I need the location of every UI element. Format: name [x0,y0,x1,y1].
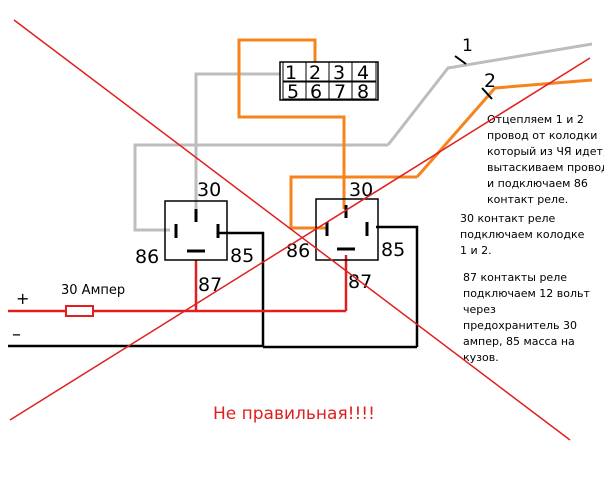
cross-out-mark [9,19,591,441]
note-pin87: 87 контакты реле подключаем 12 вольт чер… [463,271,593,364]
orange-wire-2 [237,38,593,230]
verdict-text: Не правильная!!!! [213,404,375,424]
connector-pin-1: 1 [285,62,297,84]
wire-1-tick [454,55,467,65]
relay-right-pin86: 86 [286,240,310,262]
relay-right: 30 86 85 87 [286,179,405,293]
fuse-label: 30 Ампер [61,283,125,298]
relay-left-pin87: 87 [198,274,222,296]
relay-right-pin85: 85 [381,239,405,261]
relay-left-pin30: 30 [197,179,221,201]
relay-left: 30 86 85 87 [135,179,254,296]
wire-1-label: 1 [462,36,473,56]
grey-wire-1 [133,42,593,232]
connector-pin-8: 8 [357,81,369,103]
wire-2-tick [481,87,493,100]
relay-right-pin30: 30 [349,179,373,201]
connector-pin-6: 6 [310,81,322,103]
connector-pin-7: 7 [334,81,346,103]
connector-pin-3: 3 [333,62,345,84]
connector-pin-5: 5 [287,81,299,103]
note-pin30: 30 контакт реле подключаем колодке 1 и 2… [460,212,588,257]
relay-left-pin85: 85 [230,245,254,267]
fuse-30a [65,305,94,317]
power-wires [8,255,348,313]
connector-pin-2: 2 [309,62,321,84]
relay-left-pin86: 86 [135,246,159,268]
wire-2-label: 2 [484,70,496,92]
connector-block: 1 2 3 4 5 6 7 8 [279,61,379,103]
plus-sign: + [16,289,29,308]
connector-pin-4: 4 [357,62,369,84]
minus-sign: – [12,324,21,345]
note-disconnect: Отцепляем 1 и 2 провод от колодки которы… [487,113,604,206]
ground-wires [8,225,419,349]
